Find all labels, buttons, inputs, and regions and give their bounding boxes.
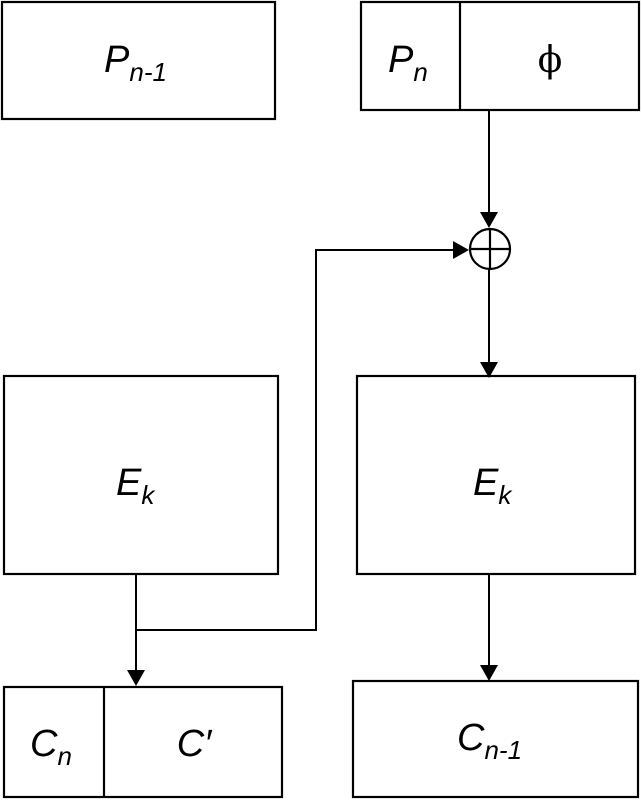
box-c-n-minus-1 [351,679,640,799]
arrowhead-into-xor-left [453,241,469,259]
box-ek-left [2,374,280,576]
box-p-n-phi [359,0,641,112]
label-c-n-minus-1: Cn-1 [457,717,522,765]
label-ek-left: Ek [116,462,156,510]
wire-ek-left-to-xor [135,249,455,631]
arrowhead-into-cn-box [127,670,145,686]
label-p-n: Pn [388,39,428,87]
box-cn-cprime [2,685,284,799]
arrowhead-into-c-n-minus-1-box [480,665,498,681]
arrowhead-into-ek-right [480,362,498,378]
label-p-n-minus-1: Pn-1 [104,39,167,87]
box-ek-right [355,374,637,576]
box-p-n-minus-1 [0,0,277,121]
label-ek-right: Ek [473,462,513,510]
label-c-n: Cn [30,723,72,771]
label-c-prime: C′ [177,723,213,765]
label-phi: ϕ [538,40,563,81]
xor-icon [468,227,512,271]
arrowhead-into-xor-top [480,212,498,228]
